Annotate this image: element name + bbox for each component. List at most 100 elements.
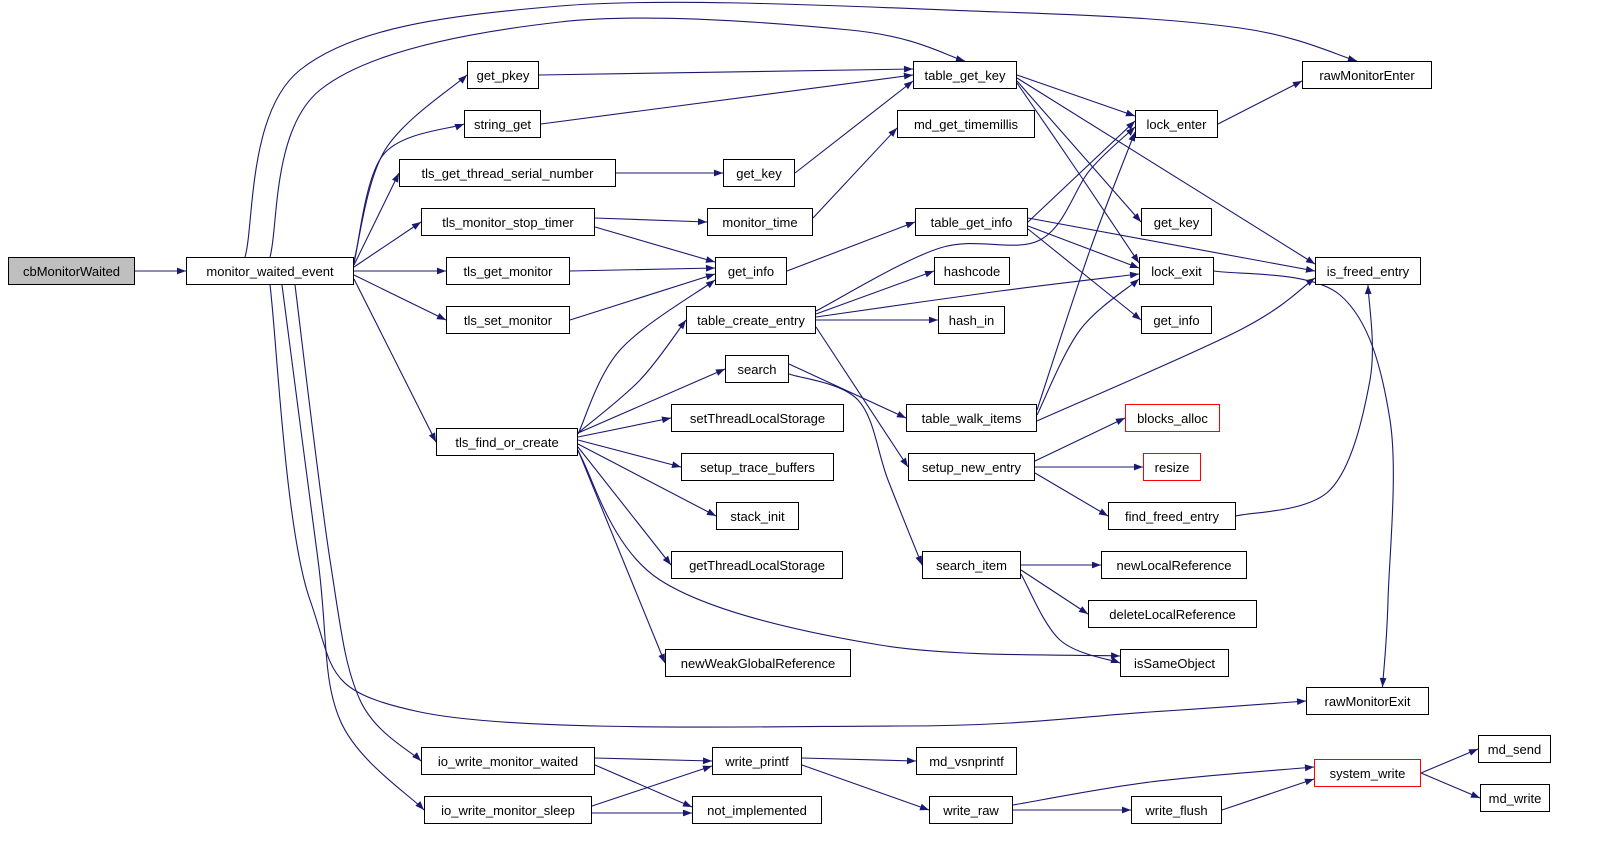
node-write_printf[interactable]: write_printf bbox=[712, 747, 802, 775]
edge-search-to-table_walk_items bbox=[788, 363, 907, 419]
edge-find_freed_entry-to-is_freed_entry bbox=[1235, 284, 1373, 517]
edge-tls_find_or_create-to-setup_trace_buffers bbox=[577, 439, 682, 468]
edge-tls_find_or_create-to-stack_init bbox=[577, 443, 717, 517]
arrowhead-table_get_key-to-lock_enter bbox=[1125, 109, 1135, 117]
node-lock_exit[interactable]: lock_exit bbox=[1139, 257, 1214, 285]
node-table_get_key[interactable]: table_get_key bbox=[913, 61, 1017, 89]
node-setup_new_entry[interactable]: setup_new_entry bbox=[908, 453, 1035, 481]
node-setThreadLocalStorage[interactable]: setThreadLocalStorage bbox=[671, 404, 844, 432]
edge-table_get_info-to-lock_exit bbox=[1027, 225, 1140, 269]
edge-table_get_info-to-get_info_right bbox=[1027, 228, 1142, 321]
edge-table_get_key-to-lock_exit bbox=[1016, 82, 1140, 264]
edge-io_write_monitor_sleep-to-write_printf bbox=[591, 765, 713, 807]
arrowhead-get_key_left-to-table_get_key bbox=[903, 81, 913, 90]
arrowhead-table_get_info-to-get_info_right bbox=[1131, 311, 1141, 320]
node-not_implemented[interactable]: not_implemented bbox=[692, 796, 822, 824]
node-system_write[interactable]: system_write bbox=[1314, 759, 1421, 787]
arrowhead-io_write_monitor_sleep-to-write_printf bbox=[702, 765, 712, 773]
edge-monitor_waited_event-to-string_get bbox=[353, 123, 465, 264]
node-md_vsnprintf[interactable]: md_vsnprintf bbox=[916, 747, 1017, 775]
edge-get_key_left-to-table_get_key bbox=[794, 80, 914, 174]
edge-write_printf-to-write_raw bbox=[801, 764, 930, 811]
arrowhead-monitor_waited_event-to-tls_monitor_stop_timer bbox=[411, 222, 421, 230]
arrowhead-monitor_waited_event-to-rawMonitorEnter bbox=[1347, 55, 1357, 62]
edge-tls_monitor_stop_timer-to-monitor_time bbox=[594, 217, 708, 223]
arrowhead-table_create_entry-to-hashcode bbox=[924, 270, 934, 278]
node-table_walk_items[interactable]: table_walk_items bbox=[906, 404, 1037, 432]
node-cbMonitorWaited[interactable]: cbMonitorWaited bbox=[8, 257, 135, 285]
node-monitor_waited_event[interactable]: monitor_waited_event bbox=[186, 257, 354, 285]
arrowhead-string_get-to-table_get_key bbox=[903, 72, 913, 80]
node-io_write_monitor_waited[interactable]: io_write_monitor_waited bbox=[421, 747, 595, 775]
node-tls_monitor_stop_timer[interactable]: tls_monitor_stop_timer bbox=[421, 208, 595, 236]
edge-tls_find_or_create-to-search bbox=[577, 368, 726, 434]
node-write_flush[interactable]: write_flush bbox=[1131, 796, 1222, 824]
edge-lock_enter-to-rawMonitorEnter bbox=[1217, 80, 1303, 125]
node-resize[interactable]: resize bbox=[1143, 453, 1201, 481]
edge-io_write_monitor_waited-to-write_printf bbox=[594, 757, 713, 762]
node-newLocalReference[interactable]: newLocalReference bbox=[1101, 551, 1247, 579]
arrowhead-write_printf-to-write_raw bbox=[919, 803, 929, 811]
edge-monitor_time-to-md_get_timemillis bbox=[812, 127, 898, 219]
node-write_raw[interactable]: write_raw bbox=[929, 796, 1013, 824]
node-lock_enter[interactable]: lock_enter bbox=[1135, 110, 1218, 138]
edge-tls_get_monitor-to-get_info_left bbox=[569, 267, 716, 272]
node-search[interactable]: search bbox=[725, 355, 789, 383]
arrowhead-table_walk_items-to-lock_enter bbox=[1128, 132, 1135, 142]
arrowhead-io_write_monitor_sleep-to-not_implemented bbox=[683, 809, 692, 817]
node-search_item[interactable]: search_item bbox=[922, 551, 1021, 579]
node-stack_init[interactable]: stack_init bbox=[716, 502, 799, 530]
node-md_send[interactable]: md_send bbox=[1478, 735, 1551, 763]
node-string_get[interactable]: string_get bbox=[464, 110, 541, 138]
node-get_key_left[interactable]: get_key bbox=[723, 159, 795, 187]
arrowhead-table_get_info-to-lock_exit bbox=[1129, 261, 1139, 268]
node-deleteLocalReference[interactable]: deleteLocalReference bbox=[1088, 600, 1257, 628]
edge-table_walk_items-to-lock_enter bbox=[1036, 131, 1136, 411]
edge-system_write-to-md_write bbox=[1420, 772, 1481, 799]
node-is_freed_entry[interactable]: is_freed_entry bbox=[1315, 257, 1421, 285]
edge-table_get_key-to-is_freed_entry bbox=[1016, 77, 1316, 265]
arrowhead-table_get_key-to-is_freed_entry bbox=[1305, 256, 1315, 264]
node-tls_find_or_create[interactable]: tls_find_or_create bbox=[436, 428, 578, 456]
node-md_write[interactable]: md_write bbox=[1480, 784, 1550, 812]
node-table_get_info[interactable]: table_get_info bbox=[915, 208, 1028, 236]
node-get_info_left[interactable]: get_info bbox=[715, 257, 787, 285]
node-hash_in[interactable]: hash_in bbox=[938, 306, 1005, 334]
edge-table_walk_items-to-is_freed_entry bbox=[1036, 277, 1316, 422]
edge-tls_find_or_create-to-newWeakGlobalReference bbox=[577, 449, 666, 664]
node-tls_get_thread_serial_number[interactable]: tls_get_thread_serial_number bbox=[399, 159, 616, 187]
node-find_freed_entry[interactable]: find_freed_entry bbox=[1108, 502, 1236, 530]
node-monitor_time[interactable]: monitor_time bbox=[707, 208, 813, 236]
arrowhead-monitor_waited_event-to-get_pkey bbox=[458, 75, 467, 84]
arrowhead-lock_exit-to-rawMonitorExit bbox=[1379, 677, 1387, 687]
node-tls_get_monitor[interactable]: tls_get_monitor bbox=[446, 257, 570, 285]
arrowhead-tls_find_or_create-to-isSameObject bbox=[1110, 652, 1120, 659]
node-tls_set_monitor[interactable]: tls_set_monitor bbox=[446, 306, 570, 334]
node-md_get_timemillis[interactable]: md_get_timemillis bbox=[897, 110, 1035, 138]
arrowhead-table_get_info-to-is_freed_entry bbox=[1305, 266, 1315, 273]
node-getThreadLocalStorage[interactable]: getThreadLocalStorage bbox=[671, 551, 843, 579]
node-get_pkey[interactable]: get_pkey bbox=[467, 61, 539, 89]
node-table_create_entry[interactable]: table_create_entry bbox=[686, 306, 816, 334]
node-rawMonitorEnter[interactable]: rawMonitorEnter bbox=[1302, 61, 1432, 89]
arrowhead-monitor_waited_event-to-tls_find_or_create bbox=[428, 432, 436, 442]
node-blocks_alloc[interactable]: blocks_alloc bbox=[1125, 404, 1220, 432]
edge-tls_monitor_stop_timer-to-get_info_left bbox=[594, 226, 716, 263]
arrowhead-write_raw-to-system_write bbox=[1304, 764, 1314, 772]
node-setup_trace_buffers[interactable]: setup_trace_buffers bbox=[681, 453, 834, 481]
node-io_write_monitor_sleep[interactable]: io_write_monitor_sleep bbox=[424, 796, 592, 824]
edge-monitor_waited_event-to-rawMonitorEnter bbox=[244, 1, 1358, 258]
arrowhead-monitor_waited_event-to-io_write_monitor_sleep bbox=[415, 801, 424, 810]
arrowhead-system_write-to-md_write bbox=[1470, 791, 1480, 798]
node-get_key_right[interactable]: get_key bbox=[1141, 208, 1212, 236]
node-rawMonitorExit[interactable]: rawMonitorExit bbox=[1306, 687, 1429, 715]
edge-setup_new_entry-to-blocks_alloc bbox=[1034, 417, 1126, 462]
node-newWeakGlobalReference[interactable]: newWeakGlobalReference bbox=[665, 649, 851, 677]
edge-monitor_waited_event-to-table_get_key bbox=[269, 17, 966, 258]
node-hashcode[interactable]: hashcode bbox=[934, 257, 1010, 285]
node-get_info_right[interactable]: get_info bbox=[1141, 306, 1212, 334]
arrowhead-write_flush-to-system_write bbox=[1304, 778, 1314, 786]
edge-table_create_entry-to-lock_exit bbox=[815, 273, 1140, 318]
node-isSameObject[interactable]: isSameObject bbox=[1120, 649, 1229, 677]
